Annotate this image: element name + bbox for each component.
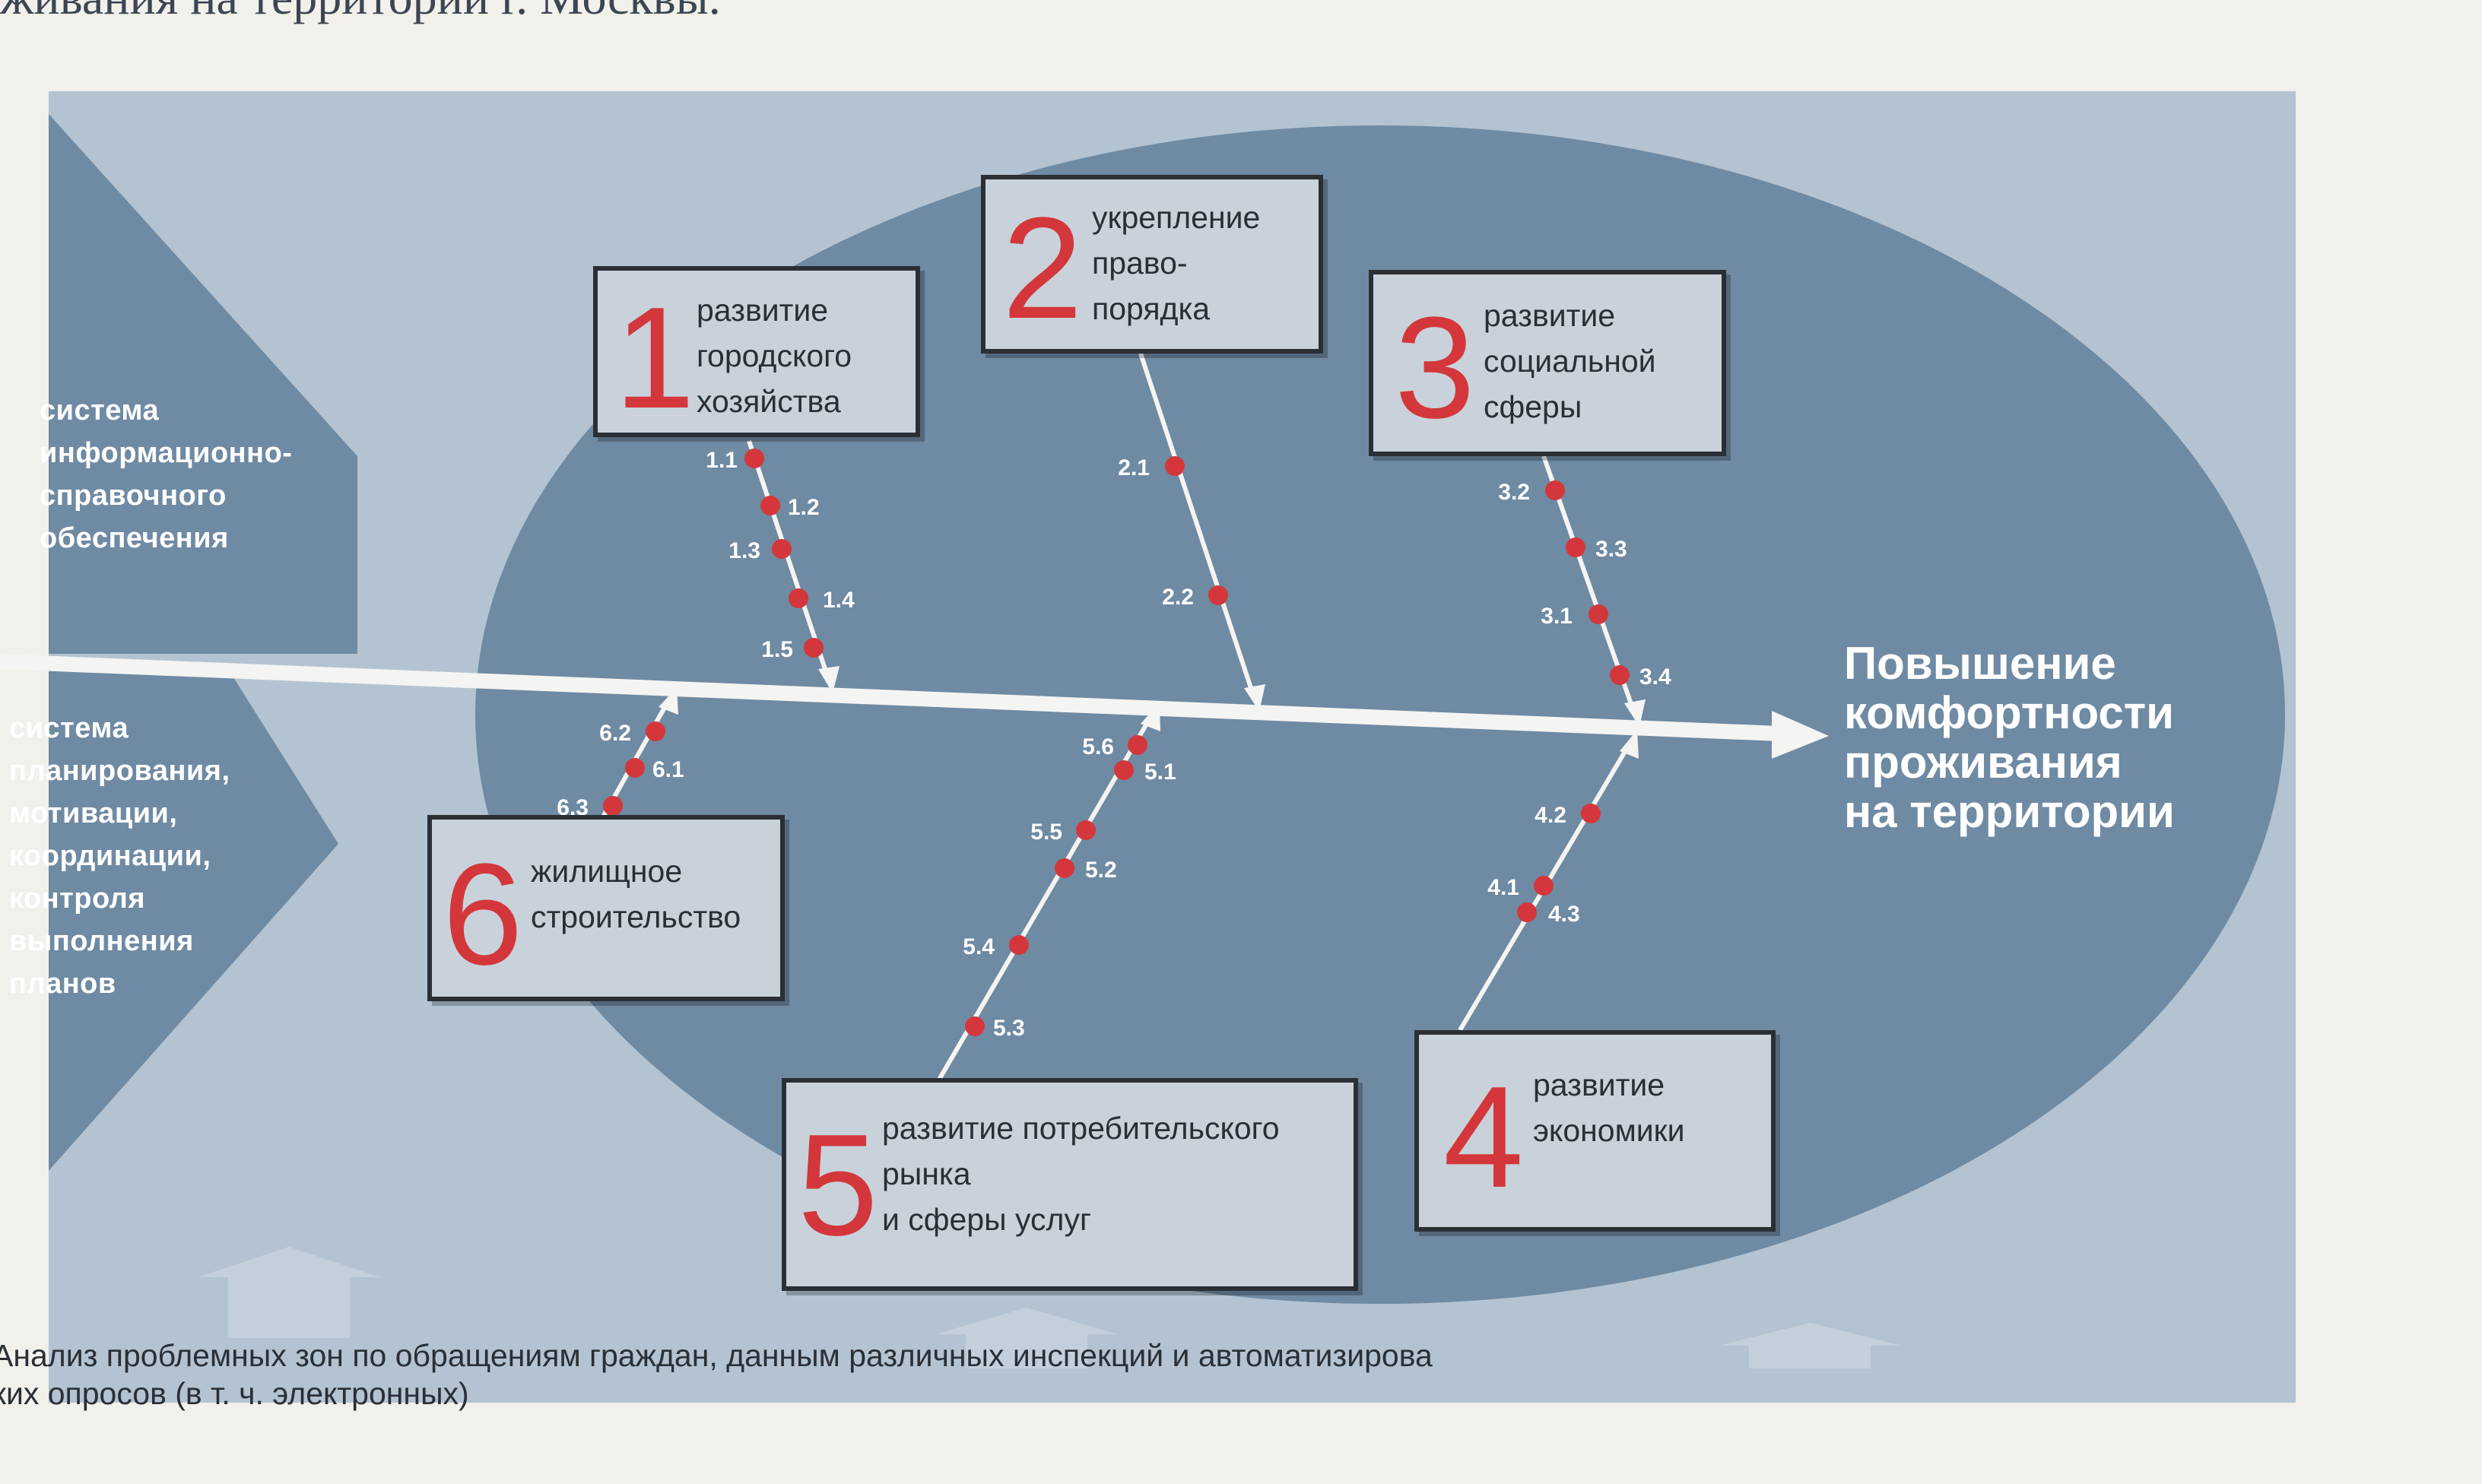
label-planning-system: система планирования, мотивации, координ… — [9, 712, 230, 1000]
point-label: 1.1 — [706, 448, 738, 473]
category-label: укрепление право- порядка — [1092, 200, 1261, 326]
bottom-arrow — [1719, 1323, 1901, 1368]
top-text: живания на территории г. Москвы. — [0, 0, 721, 26]
point-dot — [1589, 604, 1608, 624]
branch-3-points: 3.2 3.3 3.1 3.4 — [1498, 480, 1671, 690]
fish-tail-upper — [49, 114, 357, 654]
fish-tail-lower — [49, 669, 338, 1171]
point-label: 4.3 — [1548, 902, 1580, 927]
branch-5-points: 5.6 5.1 5.5 5.2 5.4 5.3 — [963, 734, 1176, 1041]
point-label: 3.4 — [1639, 664, 1671, 690]
point-dot — [772, 539, 792, 559]
point-dot — [1114, 760, 1134, 780]
point-dot — [1545, 480, 1565, 500]
bottom-arrows — [198, 1247, 1901, 1368]
point-dot — [1566, 537, 1585, 557]
point-label: 3.2 — [1498, 480, 1530, 505]
point-dot — [603, 796, 623, 816]
bottom-arrow — [935, 1308, 1118, 1368]
point-label: 1.4 — [823, 588, 855, 613]
point-label: 5.1 — [1144, 759, 1176, 785]
goal-text: Повышение комфортности проживания на тер… — [1844, 638, 2175, 837]
category-number: 4 — [1443, 1057, 1524, 1218]
point-dot — [1009, 935, 1029, 955]
branch-1-points: 1.1 1.2 1.3 1.4 1.5 — [706, 448, 855, 662]
point-dot — [646, 721, 665, 741]
point-label: 5.5 — [1030, 820, 1062, 845]
category-box-6: 6 жилищное строительство — [427, 815, 785, 1001]
point-label: 6.1 — [652, 757, 684, 782]
point-label: 5.2 — [1085, 858, 1117, 883]
caption-text: Анализ проблемных зон по обращениям граж… — [0, 1338, 1433, 1411]
main-spine — [0, 654, 1829, 759]
branch-5-arrowhead — [1141, 702, 1160, 731]
point-dot — [1581, 804, 1601, 823]
point-dot — [1208, 585, 1228, 605]
label-info-system: система информационно- справочного обесп… — [40, 395, 293, 554]
branch-1-arrowhead — [818, 666, 840, 693]
point-dot — [965, 1016, 985, 1036]
bottom-arrow — [198, 1247, 380, 1338]
point-label: 1.2 — [788, 495, 820, 520]
point-label: 2.1 — [1118, 455, 1150, 480]
point-dot — [1076, 820, 1096, 840]
point-dot — [760, 496, 780, 515]
category-number: 2 — [1002, 188, 1083, 349]
branch-3-arrowhead — [1624, 699, 1646, 727]
point-label: 5.6 — [1082, 734, 1114, 759]
point-dot — [1128, 735, 1147, 755]
point-label: 1.5 — [761, 637, 793, 662]
category-box-3: 3 развитие социальной сферы — [1369, 270, 1726, 456]
point-label: 5.3 — [993, 1016, 1025, 1041]
branch-arrowheads — [659, 666, 1646, 759]
point-dot — [789, 588, 808, 608]
category-label: развитие городского хозяйства — [697, 293, 852, 419]
category-box-4: 4 развитие экономики — [1414, 1030, 1776, 1232]
branch-2-points: 2.1 2.2 — [1118, 455, 1228, 610]
point-dot — [1610, 665, 1630, 685]
main-axis-line — [0, 654, 1779, 741]
point-dot — [625, 758, 645, 778]
point-dot — [1534, 876, 1554, 896]
category-label: развитие социальной сферы — [1484, 298, 1656, 424]
point-label: 4.1 — [1487, 875, 1519, 900]
category-number: 3 — [1395, 287, 1475, 449]
category-number: 1 — [614, 277, 695, 439]
category-label: развитие потребительского рынка и сферы … — [882, 1111, 1280, 1237]
point-dot — [744, 449, 764, 468]
branch-4-points: 4.2 4.1 4.3 — [1487, 803, 1601, 927]
branch-6-arrowhead — [659, 687, 678, 715]
point-label: 1.3 — [728, 538, 760, 563]
point-dot — [804, 638, 824, 658]
point-label: 3.1 — [1541, 604, 1573, 629]
point-label: 6.2 — [599, 721, 631, 746]
point-label: 3.3 — [1595, 537, 1627, 562]
category-label: жилищное строительство — [531, 854, 741, 934]
branch-4-arrowhead — [1620, 730, 1639, 759]
main-axis-arrowhead — [1772, 711, 1829, 759]
category-number: 5 — [798, 1105, 878, 1266]
category-box-2: 2 укрепление право- порядка — [981, 175, 1323, 354]
branch-2-line — [1138, 353, 1257, 700]
point-label: 4.2 — [1535, 803, 1566, 828]
point-label: 2.2 — [1162, 585, 1194, 610]
point-label: 5.4 — [963, 934, 995, 959]
category-number: 6 — [443, 834, 523, 995]
point-dot — [1055, 858, 1074, 878]
point-dot — [1517, 902, 1537, 922]
category-label: развитие экономики — [1533, 1067, 1685, 1148]
category-box-5: 5 развитие потребительского рынка и сфер… — [782, 1078, 1358, 1291]
branch-2-arrowhead — [1244, 684, 1265, 712]
point-dot — [1165, 456, 1185, 476]
category-box-1: 1 развитие городского хозяйства — [593, 266, 920, 437]
